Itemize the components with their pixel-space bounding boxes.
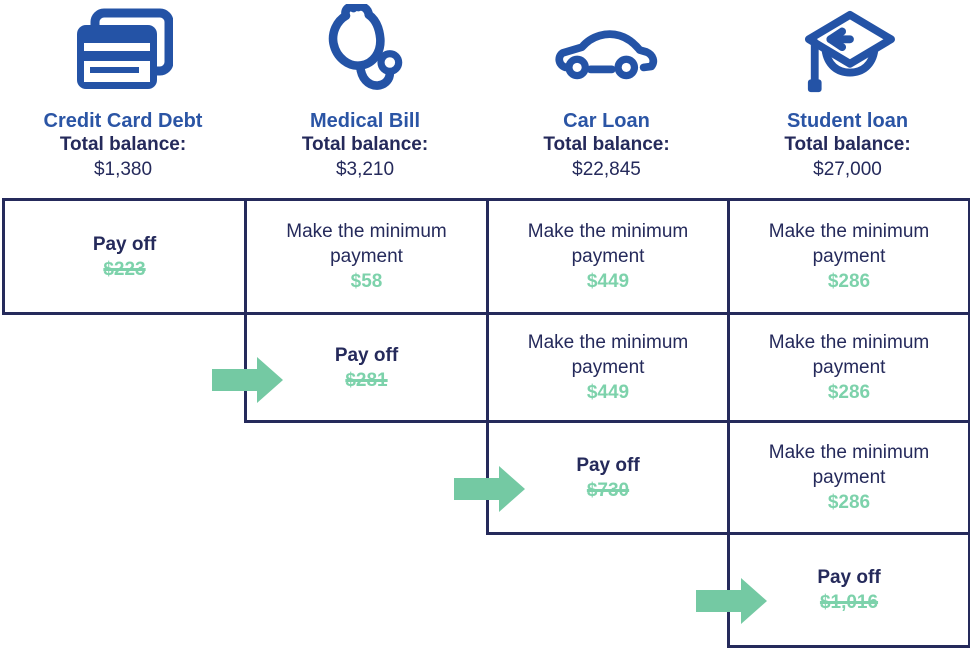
payoff-arrow-icon: [212, 357, 283, 403]
grid-cell-row2-student-loan: Make the minimum payment $286: [727, 312, 970, 423]
balance-label: Total balance:: [543, 134, 670, 155]
balance-label: Total balance:: [301, 134, 429, 155]
icon-box: [2, 0, 244, 104]
grid-cell-row1-student-loan: Make the minimum payment $286: [727, 198, 970, 315]
balance-amount: $1,380: [93, 159, 153, 180]
grid-cell-row1-medical-bill: Make the minimum payment $58: [244, 198, 489, 315]
cell-action: Make the minimum payment: [768, 332, 930, 378]
cell-amount: $286: [827, 271, 871, 292]
cell-action: Pay off: [92, 233, 157, 255]
cell-amount: $223: [103, 258, 146, 280]
grid-cell-row2-car-loan: Make the minimum payment $449: [486, 312, 730, 423]
column-title: Student loan: [786, 110, 909, 132]
balance-label: Total balance:: [784, 134, 911, 155]
balance-label: Total balance:: [59, 134, 187, 155]
cell-action: Make the minimum payment: [768, 221, 930, 267]
cell-action: Make the minimum payment: [527, 221, 689, 267]
cell-action: Make the minimum payment: [768, 442, 930, 488]
cell-amount: $286: [827, 382, 871, 403]
stethoscope-icon: [328, 4, 403, 90]
column-title: Car Loan: [563, 110, 650, 132]
cell-amount: $1,016: [819, 592, 879, 613]
cell-action: Make the minimum payment: [527, 332, 689, 378]
cell-action: Pay off: [817, 567, 881, 588]
payoff-arrow-icon: [454, 466, 525, 512]
column-header-student-loan: Student loan Total balance: $27,000: [727, 0, 968, 198]
cell-action: Pay off: [576, 454, 640, 476]
cell-amount: $449: [586, 382, 630, 403]
icon-box: [486, 0, 727, 104]
balance-amount: $3,210: [335, 159, 395, 180]
grid-cell-row1-credit-card: Pay off $223: [2, 198, 247, 315]
cell-amount: $286: [827, 492, 871, 513]
column-title: Medical Bill: [309, 110, 421, 132]
cell-amount: $281: [345, 369, 388, 391]
balance-amount: $22,845: [572, 159, 641, 180]
graduation-cap-icon: [804, 10, 895, 93]
column-header-car-loan: Car Loan Total balance: $22,845: [486, 0, 727, 198]
grid-cell-row3-student-loan: Make the minimum payment $286: [727, 420, 970, 535]
grid-cell-row1-car-loan: Make the minimum payment $449: [486, 198, 730, 315]
car-icon: [554, 30, 657, 80]
grid-cell-row4-student-loan: Pay off $1,016: [727, 532, 970, 648]
cell-action: Make the minimum payment: [286, 221, 447, 267]
icon-box: [244, 0, 486, 104]
grid-cell-row2-medical-bill: Pay off $281: [244, 312, 489, 423]
column-title: Credit Card Debt: [43, 110, 203, 132]
cell-amount: $449: [586, 271, 630, 292]
cell-action: Pay off: [334, 344, 399, 366]
cell-amount: $58: [350, 271, 383, 292]
balance-amount: $27,000: [813, 159, 882, 180]
icon-box: [727, 0, 968, 104]
cell-amount: $730: [586, 479, 630, 501]
column-header-medical-bill: Medical Bill Total balance: $3,210: [244, 0, 486, 198]
payoff-arrow-icon: [696, 578, 767, 624]
credit-card-icon: [77, 8, 173, 89]
column-header-credit-card: Credit Card Debt Total balance: $1,380: [2, 0, 244, 198]
